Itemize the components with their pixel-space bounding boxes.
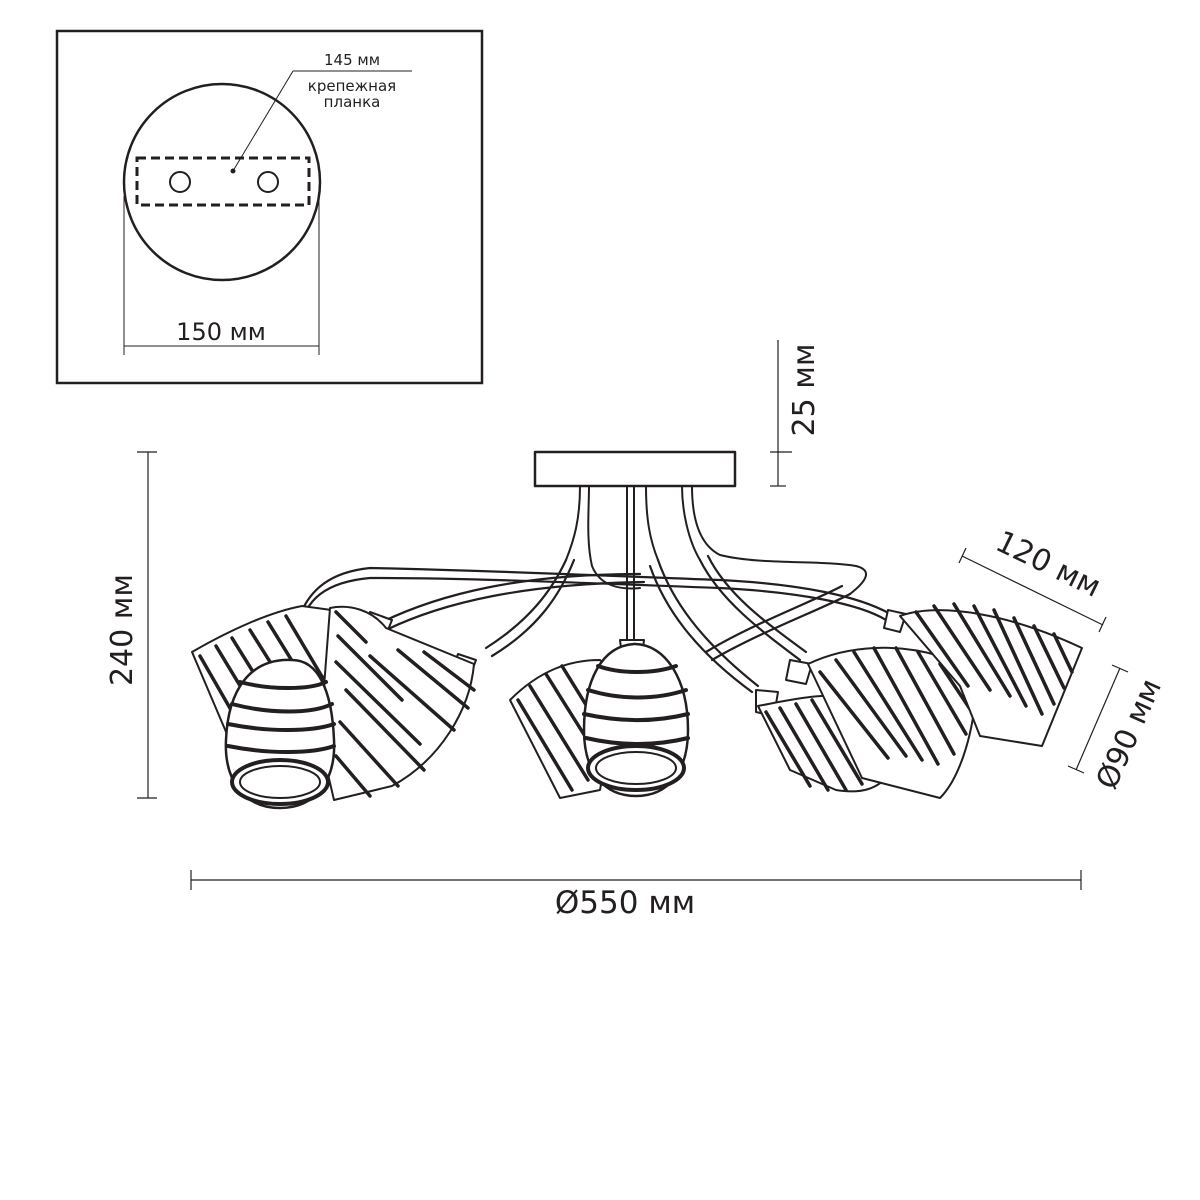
shade-length-tick-right <box>1098 616 1107 633</box>
height-label: 240 мм <box>105 574 140 686</box>
mounting-bracket-outline <box>135 156 311 207</box>
inset-panel: 145 мм крепежная планка 150 мм <box>55 29 484 385</box>
shade-diameter-label: Ø90 мм <box>1090 674 1169 795</box>
shade-length-tick-left <box>958 547 967 564</box>
overall-diameter-label: Ø550 мм <box>555 885 695 921</box>
mount-hole-left <box>169 171 191 193</box>
canopy <box>533 450 737 488</box>
shade-length-dim-line <box>961 555 1104 626</box>
shade-far-right <box>899 602 1083 747</box>
bracket-size-label: 145 мм <box>324 51 380 69</box>
shade-length-label: 120 мм <box>990 524 1106 605</box>
stems <box>565 485 867 643</box>
shade-diameter-dim-line <box>1075 667 1121 771</box>
bracket-name-line1: крепежная <box>308 77 396 95</box>
canopy-width-label: 150 мм <box>176 318 266 346</box>
shade-center-front <box>582 642 690 798</box>
bracket-leader-line <box>232 70 294 172</box>
canopy-height-label: 25 мм <box>787 344 822 437</box>
shade-left-middle <box>319 605 476 801</box>
shade-front-left <box>224 658 336 810</box>
ceiling-lamp-elevation <box>191 450 1083 810</box>
shade-diameter-tick-top <box>1111 664 1129 673</box>
mount-hole-right <box>257 171 279 193</box>
bracket-name-line2: планка <box>324 93 381 111</box>
shade-diameter-tick-bottom <box>1067 765 1085 774</box>
shade-right-front <box>807 646 977 799</box>
inset-frame <box>55 29 484 385</box>
arms <box>298 554 894 694</box>
canopy-plan-circle <box>122 82 322 282</box>
